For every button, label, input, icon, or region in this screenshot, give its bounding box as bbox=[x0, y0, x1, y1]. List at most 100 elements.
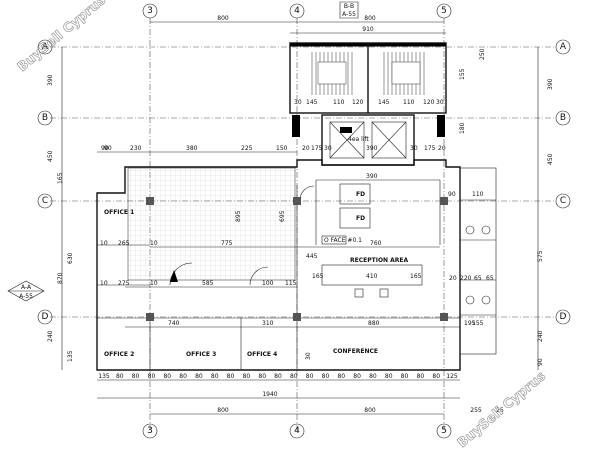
dim-bottom-run-3: 80 bbox=[148, 373, 156, 380]
watermark-bottom-right: BuySell Cyprus bbox=[455, 368, 550, 450]
dim-right-4: 240 bbox=[537, 330, 544, 342]
grid-lines bbox=[50, 18, 555, 430]
dim-r2-4: 225 bbox=[241, 145, 253, 152]
dim-small-6: 155 bbox=[472, 320, 484, 327]
dim-mid2-5: 10 bbox=[100, 240, 108, 247]
grid-col-3-bottom: 3 bbox=[147, 426, 153, 436]
dim-low-1: 740 bbox=[168, 320, 180, 327]
dim-bottom-run-21: 80 bbox=[432, 373, 440, 380]
dim-lift-3: 30 bbox=[324, 145, 332, 152]
dimensions-top: 800 800 910 145 110 120 145 110 120 30 3… bbox=[150, 15, 446, 106]
dim-mid-4: 585 bbox=[202, 280, 214, 287]
dim-bottom-run-17: 80 bbox=[369, 373, 377, 380]
dim-lift-6: 175 bbox=[424, 145, 436, 152]
dim-bottom-run-8: 80 bbox=[227, 373, 235, 380]
dim-bottom-run-18: 80 bbox=[385, 373, 393, 380]
dim-mid2-4: 115 bbox=[285, 280, 297, 287]
dim-mid-6: 165 bbox=[312, 273, 324, 280]
dim-bottom-run-10: 80 bbox=[258, 373, 266, 380]
dim-left-4: 630 bbox=[67, 252, 74, 264]
grid-col-4-top: 4 bbox=[294, 6, 300, 16]
room-reception: RECEPTION AREA bbox=[350, 257, 409, 264]
dim-stair-8: 30 bbox=[436, 99, 444, 106]
dim-mid2-6: 10 bbox=[100, 280, 108, 287]
grid-row-d-right: D bbox=[560, 312, 567, 322]
dim-lift-2: 175 bbox=[311, 145, 323, 152]
dim-left-7: 135 bbox=[67, 350, 74, 362]
dim-right-6: 155 bbox=[459, 68, 466, 80]
dimensions-right: 390 450 575 240 90 155 180 250 bbox=[459, 47, 554, 370]
grid-col-3-top: 3 bbox=[147, 6, 153, 16]
dim-bottom-run-2: 80 bbox=[132, 373, 140, 380]
section-top-letter: B-B bbox=[344, 3, 354, 10]
section-mark-top: B-B A-55 bbox=[339, 1, 359, 19]
grid-row-a-right: A bbox=[560, 42, 567, 52]
dim-bottom-run-11: 80 bbox=[274, 373, 282, 380]
grid-row-bubbles: A B C D A B C D bbox=[37, 39, 571, 325]
dim-bottom-run-13: 80 bbox=[306, 373, 314, 380]
room-conference: CONFERENCE bbox=[333, 348, 378, 355]
dim-mid-7: 165 bbox=[410, 273, 422, 280]
dim-small-2: 65 bbox=[486, 275, 494, 282]
dim-small-9: 30 bbox=[305, 352, 312, 360]
dim-bottom-run-12: 80 bbox=[290, 373, 298, 380]
building-outline bbox=[96, 159, 497, 371]
dim-bottom-5: 25 bbox=[496, 407, 504, 414]
dim-small-7: 895 bbox=[235, 210, 242, 222]
dim-small-1: 90 bbox=[104, 145, 112, 152]
grid-row-b-right: B bbox=[560, 113, 566, 123]
dim-bottom-run-15: 80 bbox=[337, 373, 345, 380]
dim-lift-5: 30 bbox=[410, 145, 418, 152]
room-labels: OFFICE 1 OFFICE 2 OFFICE 3 OFFICE 4 CONF… bbox=[104, 191, 409, 358]
dim-bottom-run-16: 80 bbox=[353, 373, 361, 380]
dimensions-small: 90 65 65 220 20 155 895 695 30 bbox=[104, 145, 494, 360]
dim-small-4: 220 bbox=[460, 275, 472, 282]
dim-bottom-run-19: 80 bbox=[401, 373, 409, 380]
dim-small-3: 65 bbox=[474, 275, 482, 282]
room-office-3: OFFICE 3 bbox=[186, 351, 216, 358]
dim-mid-5: 410 bbox=[366, 273, 378, 280]
section-left-letter: A-A bbox=[21, 284, 32, 291]
grid-col-5-bottom: 5 bbox=[441, 426, 447, 436]
dim-right-7: 180 bbox=[459, 122, 466, 134]
dimensions-bottom: 135 80 80 80 80 80 80 80 80 80 80 80 80 80 80 80 80 80 80 8… bbox=[97, 373, 504, 415]
dimensions-left: 390 450 165 630 870 240 135 bbox=[47, 47, 74, 370]
stair-core: 4ea lift bbox=[289, 42, 447, 166]
dim-r2-7: 90 bbox=[448, 191, 456, 198]
dim-stair-2: 110 bbox=[333, 99, 345, 106]
dim-top-1: 800 bbox=[217, 15, 229, 22]
dim-left-5: 870 bbox=[57, 272, 64, 284]
dim-bottom-run-14: 80 bbox=[322, 373, 330, 380]
dim-r2-5: 150 bbox=[276, 145, 288, 152]
dim-mid2-1: 265 bbox=[118, 240, 130, 247]
dim-bottom-2: 800 bbox=[217, 407, 229, 414]
room-office-1: OFFICE 1 bbox=[104, 209, 134, 216]
room-office-4: OFFICE 4 bbox=[247, 351, 277, 358]
dim-r2-2: 230 bbox=[130, 145, 142, 152]
dim-bottom-run-9: 80 bbox=[243, 373, 251, 380]
dim-bottom-run-1: 80 bbox=[116, 373, 124, 380]
dim-low-3: 880 bbox=[368, 320, 380, 327]
section-left-sheet: A-55 bbox=[19, 293, 33, 300]
dim-stair-3: 120 bbox=[352, 99, 364, 106]
dim-bottom-3: 800 bbox=[364, 407, 376, 414]
dim-bottom-run-20: 80 bbox=[417, 373, 425, 380]
dim-r2-3: 380 bbox=[186, 145, 198, 152]
dim-bottom-run-5: 80 bbox=[179, 373, 187, 380]
dim-lift-1: 20 bbox=[302, 145, 310, 152]
dim-low-2: 310 bbox=[262, 320, 274, 327]
room-fd-2: FD bbox=[356, 215, 365, 222]
room-fd-1: FD bbox=[356, 191, 365, 198]
section-top-sheet: A-55 bbox=[342, 11, 356, 18]
dim-mid2-3: 100 bbox=[262, 280, 274, 287]
dim-r2-6: 390 bbox=[366, 173, 378, 180]
dim-right-3: 575 bbox=[537, 250, 544, 262]
dim-mid-1: 775 bbox=[221, 240, 233, 247]
watermark-text-2: BuySell Cyprus bbox=[455, 369, 549, 450]
dim-bottom-4: 255 bbox=[470, 407, 482, 414]
dim-right-5: 90 bbox=[537, 358, 544, 366]
dim-bottom-run-0: 135 bbox=[98, 373, 110, 380]
dim-stair-5: 110 bbox=[403, 99, 415, 106]
